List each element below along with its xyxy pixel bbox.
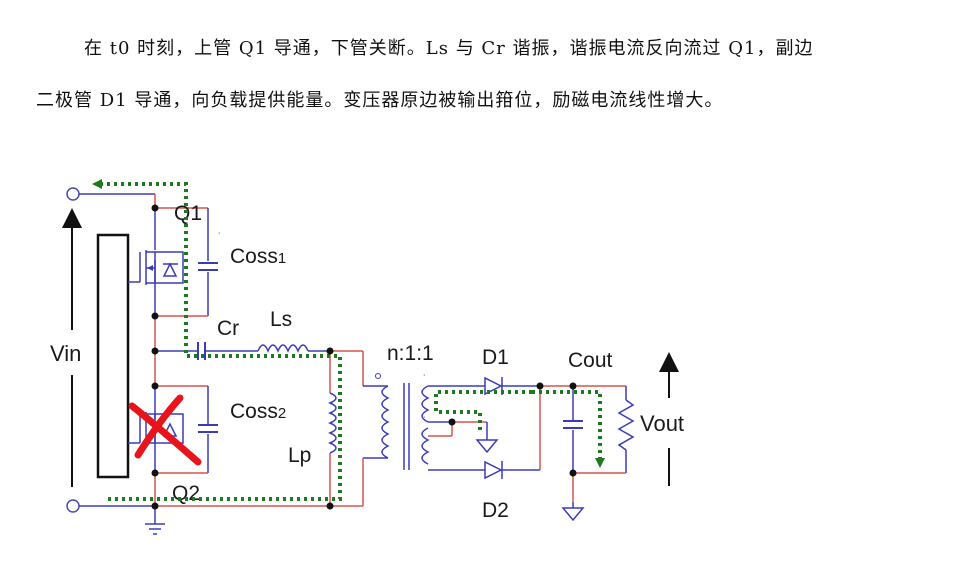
current-arrow-output-icon <box>595 458 605 468</box>
description-line-1: 在 t0 时刻，上管 Q1 导通，下管关断。Ls 与 Cr 谐振，谐振电流反向流… <box>84 38 814 59</box>
turns-ratio-label: n:1:1 <box>387 342 434 365</box>
vin-label: Vin <box>50 341 81 366</box>
d2-label: D2 <box>482 499 509 522</box>
current-arrow-icon <box>92 179 102 189</box>
secondary-polarity-dot-2: ˙ <box>423 416 426 427</box>
vout-label: Vout <box>640 411 684 436</box>
primary-polarity-dot <box>375 373 381 379</box>
ls-inductor <box>257 344 309 353</box>
description-line-2: 二极管 D1 导通，向负载提供能量。变压器原边被输出箝位，励磁电流线性增大。 <box>36 90 724 111</box>
ground-center-tap-icon <box>475 439 499 454</box>
cout-label: Cout <box>568 349 613 372</box>
q2-label: Q2 <box>172 482 200 505</box>
ground-output-icon <box>561 507 585 522</box>
coss2-label: Coss2 <box>230 400 286 423</box>
ls-label: Ls <box>270 308 292 331</box>
q1-label: Q1 <box>174 202 202 225</box>
load-resistor <box>617 399 635 451</box>
d2-diode <box>484 460 503 480</box>
transformer-primary-winding <box>381 385 390 459</box>
gate-driver-block <box>96 233 130 479</box>
coss1-label: Coss1 <box>230 245 286 268</box>
current-path <box>100 182 602 501</box>
q2-off-x-icon <box>128 394 202 466</box>
cr-label: Cr <box>217 317 239 340</box>
q1-mosfet <box>139 208 184 316</box>
d1-label: D1 <box>482 346 509 369</box>
junction-nodes <box>151 204 577 510</box>
transformer-secondary-winding-1 <box>421 385 430 423</box>
secondary-polarity-dot-1: ˙ <box>423 374 426 385</box>
coss1-polarity-dot: ˙ <box>218 232 221 243</box>
d1-diode <box>484 376 503 396</box>
lp-inductor <box>328 392 337 454</box>
lp-label: Lp <box>288 444 311 467</box>
vin-positive-terminal <box>66 187 80 201</box>
transformer-secondary-winding-2 <box>421 427 430 465</box>
vin-negative-terminal <box>66 499 80 513</box>
